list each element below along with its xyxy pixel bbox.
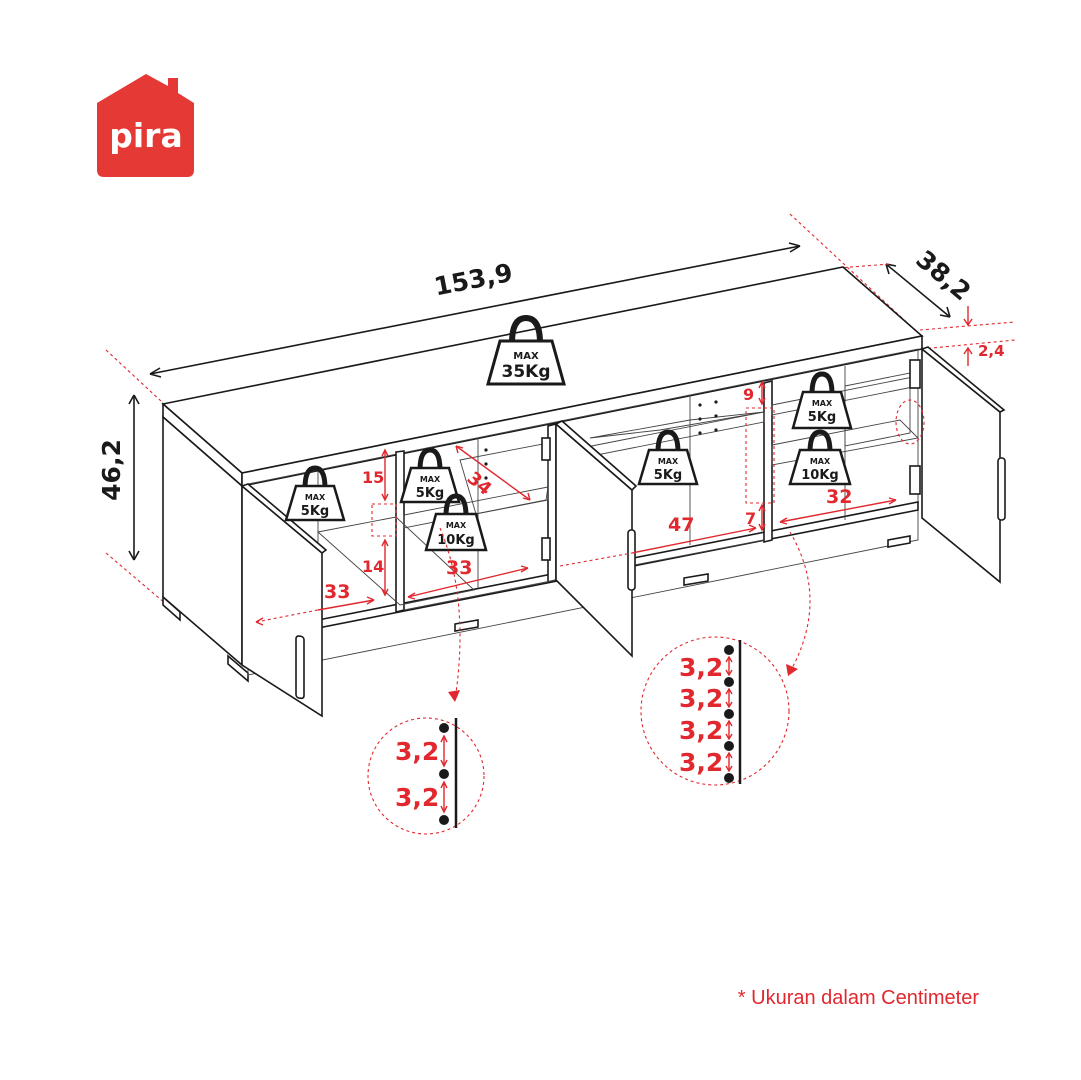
svg-text:MAX: MAX [420,475,441,484]
svg-text:10Kg: 10Kg [437,533,474,548]
svg-text:5Kg: 5Kg [301,504,329,519]
center-left-door [541,420,638,658]
height-label: 46,2 [97,439,126,501]
left-lower-gap-label: 14 [362,557,384,576]
svg-text:5Kg: 5Kg [416,486,444,501]
footnote: * Ukuran dalam Centimeter [738,987,980,1009]
weight-icon-left-mid: MAX 5Kg [399,447,461,504]
inner-dimension-lines [255,380,925,626]
svg-text:35Kg: 35Kg [502,362,551,382]
svg-text:10Kg: 10Kg [801,468,838,483]
svg-text:MAX: MAX [305,493,326,502]
weight-icon-left-shelf: MAX 5Kg [284,465,346,522]
pira-logo: pira [97,74,194,177]
left-detail-callout: 3,2 3,2 [367,527,485,835]
center-width-label: 47 [668,514,694,536]
svg-text:5Kg: 5Kg [654,468,682,483]
center-lower-gap-label: 7 [745,509,756,528]
svg-text:MAX: MAX [658,457,679,466]
left-spacing-2: 3,2 [395,783,439,812]
left-door [240,483,328,718]
left-width-a-label: 33 [324,581,350,603]
right-door [909,346,1006,584]
weight-icon-right-bottom: MAX 10Kg [788,429,852,486]
right-spacing-1: 3,2 [679,653,723,682]
svg-text:MAX: MAX [812,399,833,408]
weight-icon-center-shelf: MAX 5Kg [637,429,699,486]
top-thickness-arrows [963,306,973,366]
left-depth-label: 34 [463,468,496,500]
svg-text:MAX: MAX [810,457,831,466]
center-upper-gap-label: 9 [743,385,754,404]
center-rail-handles [454,535,911,632]
weight-icon-top: MAX 35Kg [486,314,566,386]
logo-text: pira [109,116,182,155]
right-spacing-3: 3,2 [679,716,723,745]
right-spacing-4: 3,2 [679,748,723,777]
svg-text:5Kg: 5Kg [808,410,836,425]
left-spacing-1: 3,2 [395,737,439,766]
depth-label: 38,2 [911,245,977,307]
right-width-label: 32 [826,486,852,508]
weight-icon-right-shelf: MAX 5Kg [791,371,853,430]
overall-dimension-lines [105,213,1016,605]
svg-text:MAX: MAX [513,351,539,362]
top-thickness-label: 2,4 [978,342,1005,360]
width-label: 153,9 [432,258,515,302]
left-width-b-label: 33 [446,557,472,579]
svg-text:MAX: MAX [446,521,467,530]
right-spacing-2: 3,2 [679,684,723,713]
left-upper-gap-label: 15 [362,468,384,487]
right-detail-callout: 3,2 3,2 3,2 3,2 [640,531,811,786]
weight-icon-left-bottom: MAX 10Kg [424,493,488,552]
